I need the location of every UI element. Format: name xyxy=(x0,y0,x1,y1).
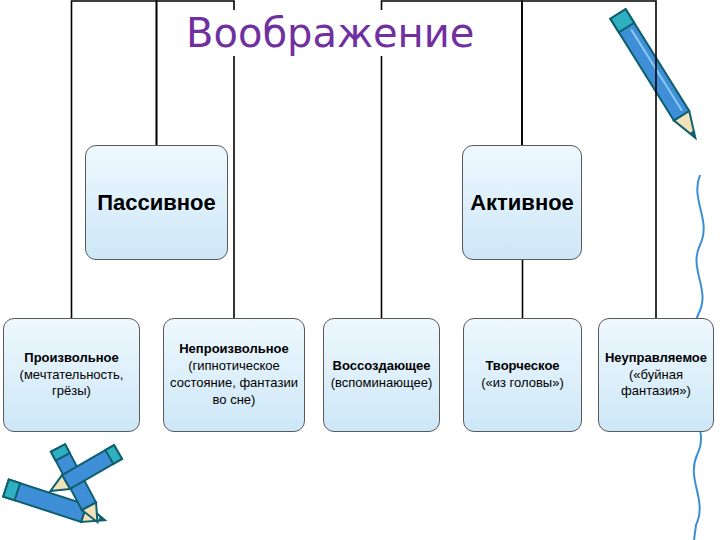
box-note: (вспоминающее) xyxy=(331,375,433,392)
box-heading: Пассивное xyxy=(97,189,216,217)
type-box: Творческое(«из головы») xyxy=(463,318,582,432)
box-heading: Неуправляемое xyxy=(605,350,707,367)
box-note: (гипнотическое состояние, фантазии во сн… xyxy=(170,358,298,409)
box-heading: Воссоздающее xyxy=(333,358,431,375)
box-note: («из головы») xyxy=(481,375,564,392)
diagram-title: Воображение xyxy=(182,10,478,56)
category-box: Пассивное xyxy=(85,145,228,260)
tree-connector xyxy=(522,260,524,318)
type-box: Воссоздающее(вспоминающее) xyxy=(323,318,440,432)
box-heading: Активное xyxy=(470,189,574,217)
pencil xyxy=(46,445,122,498)
type-box: Произвольное(мечтательность, грёзы) xyxy=(3,318,140,432)
box-heading: Непроизвольное xyxy=(179,341,289,358)
category-box: Активное xyxy=(462,145,582,260)
type-box: Неуправляемое(«буйная фантазия») xyxy=(598,318,714,432)
box-heading: Творческое xyxy=(485,358,559,375)
box-note: («буйная фантазия») xyxy=(605,367,707,401)
box-note: (мечтательность, грёзы) xyxy=(10,367,133,401)
box-heading: Произвольное xyxy=(24,350,118,367)
type-box: Непроизвольное(гипнотическое состояние, … xyxy=(163,318,305,432)
